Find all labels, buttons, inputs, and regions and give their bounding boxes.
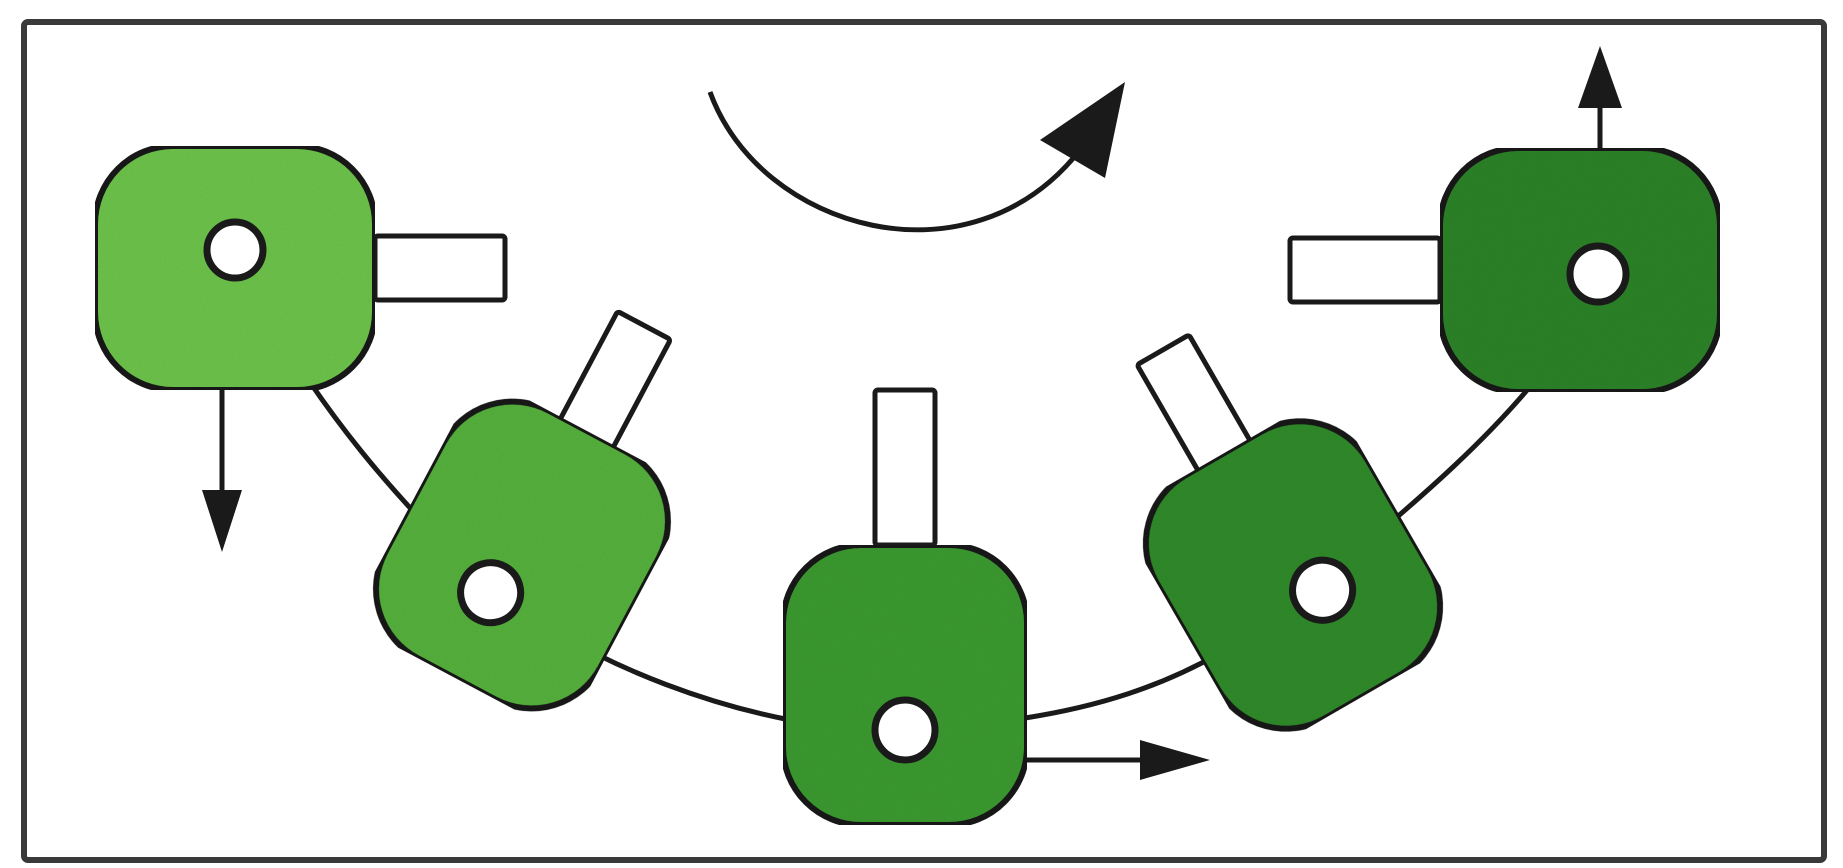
stage-1-pivot <box>207 222 263 278</box>
stage-3-pivot <box>875 700 935 760</box>
stage-5-pivot <box>1570 246 1626 302</box>
stage-1-handle <box>375 236 505 300</box>
stage-3-body <box>783 545 1027 825</box>
stage-5-handle <box>1290 238 1440 302</box>
stage-3-handle <box>875 390 935 545</box>
